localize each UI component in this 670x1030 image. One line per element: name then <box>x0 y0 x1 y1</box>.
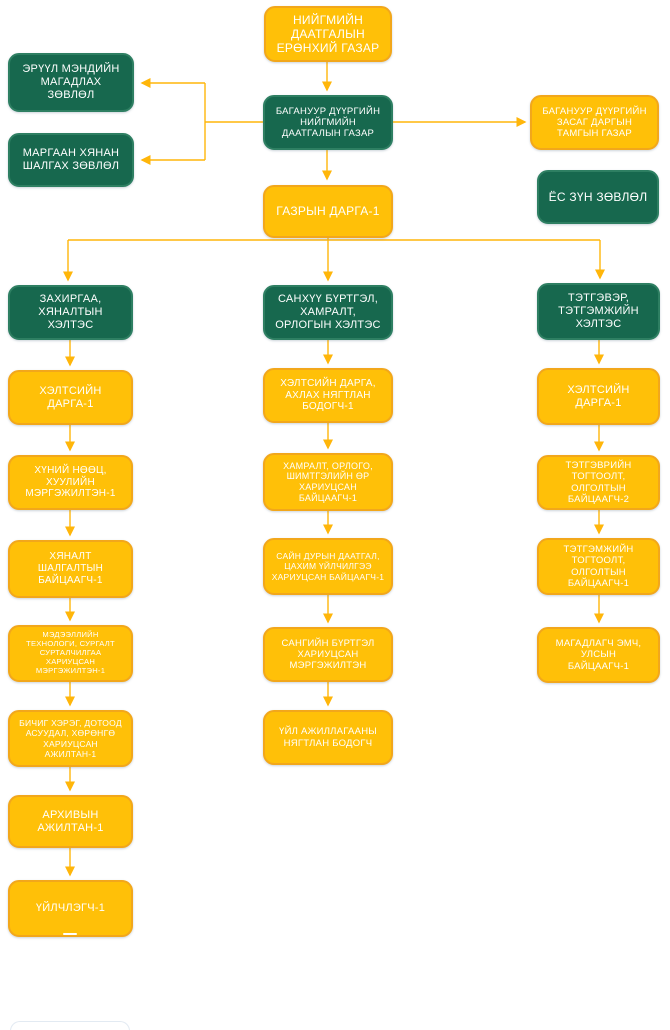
org-node-label: ХЭЛТСИЙН ДАРГА, АХЛАХ НЯГТЛАН БОДОГЧ-1 <box>280 377 376 413</box>
org-node-label: САНГИЙН БҮРТГЭЛ ХАРИУЦСАН МЭРГЭЖИЛТЭН <box>281 637 375 672</box>
underscore-mark <box>63 933 77 935</box>
org-node-dept-admin: ЗАХИРГАА, ХЯНАЛТЫН ХЭЛТЭС <box>8 285 133 340</box>
org-node-health-council: ЭРҮҮЛ МЭНДИЙН МАГАДЛАХ ЗӨВЛӨЛ <box>8 53 134 112</box>
org-node-label: ХЭЛТСИЙН ДАРГА-1 <box>567 383 630 409</box>
org-node-label: БАГАНУУР ДҮҮРГИЙН ЗАСАГ ДАРГЫН ТАМГЫН ГА… <box>542 105 647 140</box>
org-node-fin-accountant: ҮЙЛ АЖИЛЛАГААНЫ НЯГТЛАН БОДОГЧ <box>263 710 393 765</box>
org-node-dispute-council: МАРГААН ХЯНАН ШАЛГАХ ЗӨВЛӨЛ <box>8 133 134 187</box>
org-node-label: МЭДЭЭЛЛИЙН ТЕХНОЛОГИ, СУРГАЛТ СУРТАЛЧИЛГ… <box>26 630 115 675</box>
edges <box>63 62 605 877</box>
org-node-label: ХЭЛТСИЙН ДАРГА-1 <box>39 384 102 410</box>
org-node-pen-doctor: МАГАДЛАГЧ ЭМЧ, УЛСЫН БАЙЦААГЧ-1 <box>537 627 660 683</box>
org-node-label: НИЙГМИЙН ДААТГАЛЫН ЕРӨНХИЙ ГАЗАР <box>276 12 380 56</box>
org-node-admin-inspector: ХЯНАЛТ ШАЛГАЛТЫН БАЙЦААГЧ-1 <box>8 540 133 598</box>
org-node-label: МАГАДЛАГЧ ЭМЧ, УЛСЫН БАЙЦААГЧ-1 <box>555 638 642 672</box>
org-node-label: МАРГААН ХЯНАН ШАЛГАХ ЗӨВЛӨЛ <box>22 147 120 172</box>
org-node-fin-voluntary: САЙН ДУРЫН ДААТГАЛ, ЦАХИМ ҮЙЛЧИЛГЭЭ ХАРИ… <box>263 538 393 595</box>
org-node-admin-clerk: БИЧИГ ХЭРЭГ, ДОТООД АСУУДАЛ, ХӨРӨНГӨ ХАР… <box>8 710 133 767</box>
org-node-label: ХЯНАЛТ ШАЛГАЛТЫН БАЙЦААГЧ-1 <box>37 551 104 586</box>
org-node-admin-cleaner: ҮЙЛЧЛЭГЧ-1 <box>8 880 133 937</box>
org-node-ethics-council: ЁС ЗҮН ЗӨВЛӨЛ <box>537 170 659 224</box>
org-node-label: БИЧИГ ХЭРЭГ, ДОТООД АСУУДАЛ, ХӨРӨНГӨ ХАР… <box>19 718 122 759</box>
org-node-admin-head: ХЭЛТСИЙН ДАРГА-1 <box>8 370 133 425</box>
org-node-label: ҮЙЛ АЖИЛЛАГААНЫ НЯГТЛАН БОДОГЧ <box>279 726 377 749</box>
org-node-label: АРХИВЫН АЖИЛТАН-1 <box>37 808 104 834</box>
org-node-label: ҮЙЛЧЛЭГЧ-1 <box>35 902 106 915</box>
org-node-label: ГАЗРЫН ДАРГА-1 <box>276 204 380 219</box>
org-node-label: ТЭТГЭВРИЙН ТОГТООЛТ, ОЛГОЛТЫН БАЙЦААГЧ-2 <box>565 460 632 505</box>
org-node-admin-archive: АРХИВЫН АЖИЛТАН-1 <box>8 795 133 848</box>
org-node-branch: БАГАНУУР ДҮҮРГИЙН НИЙГМИЙН ДААТГАЛЫН ГАЗ… <box>263 95 393 150</box>
org-node-fin-coverage: ХАМРАЛТ, ОРЛОГО, ШИМТГЭЛИЙН ӨР ХАРИУЦСАН… <box>263 453 393 511</box>
org-node-director: ГАЗРЫН ДАРГА-1 <box>263 185 393 238</box>
org-node-fin-fund: САНГИЙН БҮРТГЭЛ ХАРИУЦСАН МЭРГЭЖИЛТЭН <box>263 627 393 682</box>
partial-box-bottom <box>10 1021 130 1030</box>
org-node-label: САЙН ДУРЫН ДААТГАЛ, ЦАХИМ ҮЙЛЧИЛГЭЭ ХАРИ… <box>271 551 385 582</box>
org-node-admin-it: МЭДЭЭЛЛИЙН ТЕХНОЛОГИ, СУРГАЛТ СУРТАЛЧИЛГ… <box>8 625 133 682</box>
org-node-label: ТЭТГЭВЭР, ТЭТГЭМЖИЙН ХЭЛТЭС <box>558 292 639 330</box>
org-node-label: ХҮНИЙ НӨӨЦ, ХУУЛИЙН МЭРГЭЖИЛТЭН-1 <box>25 464 116 500</box>
org-node-pen-head: ХЭЛТСИЙН ДАРГА-1 <box>537 368 660 425</box>
org-node-dept-pension: ТЭТГЭВЭР, ТЭТГЭМЖИЙН ХЭЛТЭС <box>537 283 660 340</box>
org-node-label: ХАМРАЛТ, ОРЛОГО, ШИМТГЭЛИЙН ӨР ХАРИУЦСАН… <box>283 460 373 503</box>
org-node-dept-finance: САНХҮҮ БҮРТГЭЛ, ХАМРАЛТ, ОРЛОГЫН ХЭЛТЭС <box>263 285 393 340</box>
org-node-hq: НИЙГМИЙН ДААТГАЛЫН ЕРӨНХИЙ ГАЗАР <box>264 6 392 62</box>
org-node-label: ЁС ЗҮН ЗӨВЛӨЛ <box>548 189 648 204</box>
org-node-label: ТЭТГЭМЖИЙН ТОГТООЛТ, ОЛГОЛТЫН БАЙЦААГЧ-1 <box>563 544 634 589</box>
org-node-label: БАГАНУУР ДҮҮРГИЙН НИЙГМИЙН ДААТГАЛЫН ГАЗ… <box>275 105 381 140</box>
org-node-label: ЗАХИРГАА, ХЯНАЛТЫН ХЭЛТЭС <box>38 293 103 331</box>
org-node-pen-benefit: ТЭТГЭМЖИЙН ТОГТООЛТ, ОЛГОЛТЫН БАЙЦААГЧ-1 <box>537 538 660 595</box>
org-node-pen-pension: ТЭТГЭВРИЙН ТОГТООЛТ, ОЛГОЛТЫН БАЙЦААГЧ-2 <box>537 455 660 510</box>
org-node-label: ЭРҮҮЛ МЭНДИЙН МАГАДЛАХ ЗӨВЛӨЛ <box>22 63 120 101</box>
org-node-fin-head: ХЭЛТСИЙН ДАРГА, АХЛАХ НЯГТЛАН БОДОГЧ-1 <box>263 368 393 423</box>
org-node-governor-office: БАГАНУУР ДҮҮРГИЙН ЗАСАГ ДАРГЫН ТАМГЫН ГА… <box>530 95 659 150</box>
org-node-admin-hr: ХҮНИЙ НӨӨЦ, ХУУЛИЙН МЭРГЭЖИЛТЭН-1 <box>8 455 133 510</box>
org-node-label: САНХҮҮ БҮРТГЭЛ, ХАМРАЛТ, ОРЛОГЫН ХЭЛТЭС <box>275 293 381 331</box>
